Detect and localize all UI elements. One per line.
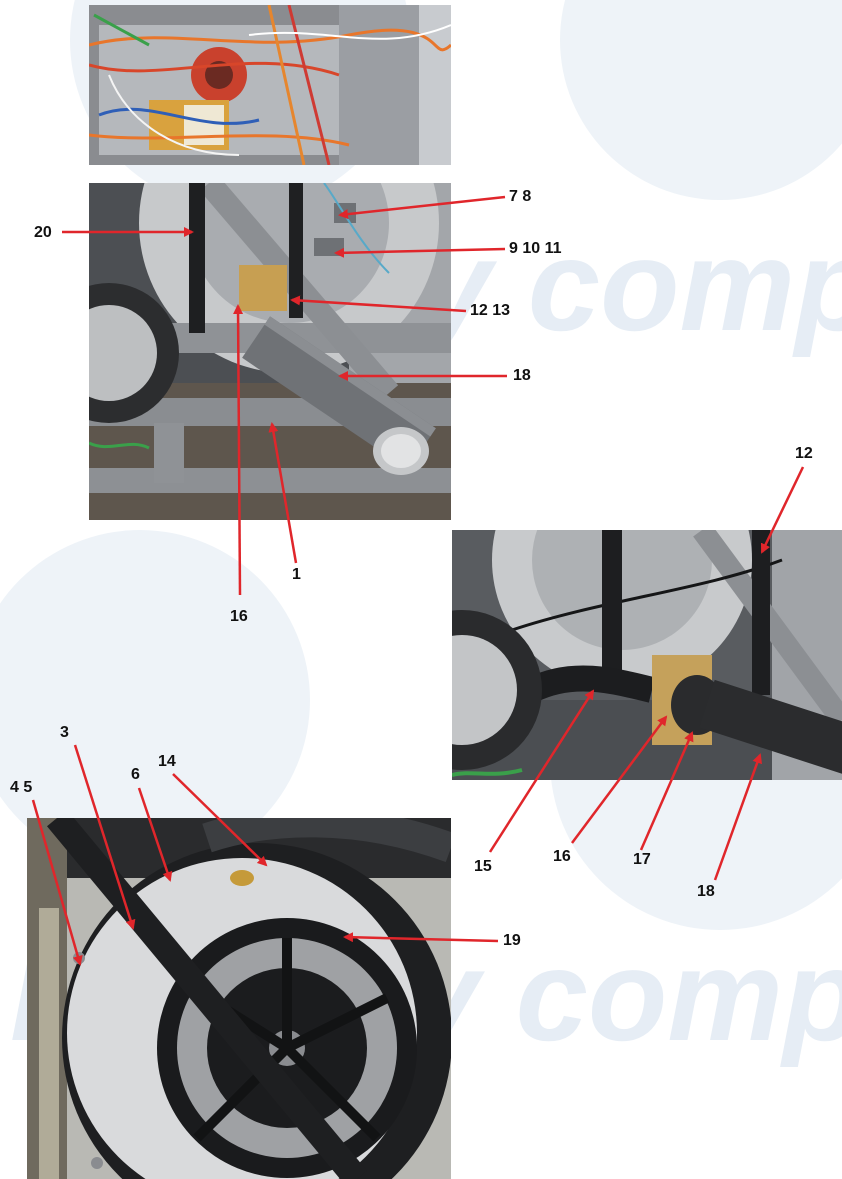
callout-label-15: 15 xyxy=(474,858,492,875)
callout-label-12-right: 12 xyxy=(795,445,813,462)
callout-label-3: 3 xyxy=(60,724,69,741)
callout-label-9-10-11: 9 10 11 xyxy=(509,240,562,257)
callout-label-17: 17 xyxy=(633,851,651,868)
callout-label-18-right: 18 xyxy=(697,883,715,900)
photo-drive-pulley xyxy=(27,818,451,1179)
callout-label-14: 14 xyxy=(158,753,176,770)
callout-label-16-top: 16 xyxy=(230,608,248,625)
photo-drain-valve-closeup xyxy=(452,530,842,780)
callout-label-6: 6 xyxy=(131,766,140,783)
callout-label-1: 1 xyxy=(292,566,301,583)
callout-label-20: 20 xyxy=(34,224,52,241)
callout-label-16-right: 16 xyxy=(553,848,571,865)
callout-label-19: 19 xyxy=(503,932,521,949)
photo-drain-pipe xyxy=(89,183,451,520)
callout-label-12-13: 12 13 xyxy=(470,302,511,319)
callout-label-7-8: 7 8 xyxy=(509,188,532,205)
callout-label-4-5: 4 5 xyxy=(10,779,33,796)
photo-wiring-panel xyxy=(89,5,451,165)
callout-label-18-top: 18 xyxy=(513,367,531,384)
